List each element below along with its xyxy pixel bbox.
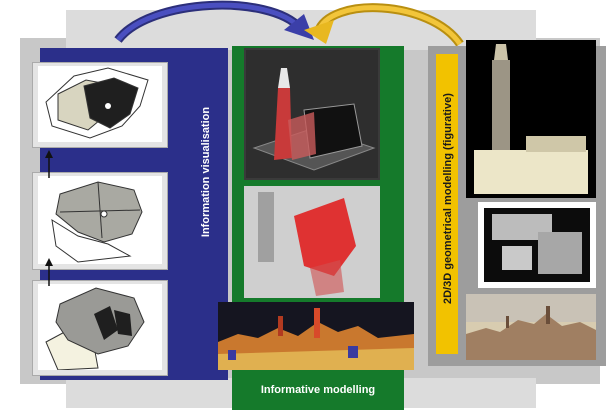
tower-3d-render: [466, 40, 596, 198]
map-card: [38, 66, 162, 142]
top-arrows: [114, 0, 464, 47]
3d-model-render: [244, 48, 380, 180]
geometrical-modelling-label-bar: [436, 54, 458, 354]
informative-modelling-label: Informative modelling: [260, 384, 376, 396]
historic-painting: [466, 294, 596, 360]
2d-plan-overlay: [244, 186, 380, 298]
curved-arrow-icon: [304, 3, 464, 47]
map-card: [38, 176, 162, 264]
up-arrow-icon: [45, 258, 53, 286]
up-arrow-icon: [45, 150, 53, 178]
city-panorama: [218, 302, 414, 370]
floor-plan-render: [478, 202, 596, 288]
geometrical-modelling-label: 2D/3D geometrical modelling (figurative): [442, 93, 454, 304]
information-visualisation-label: Information visualisation: [200, 106, 212, 238]
curved-arrow-icon: [114, 0, 314, 43]
map-card: [38, 284, 162, 370]
